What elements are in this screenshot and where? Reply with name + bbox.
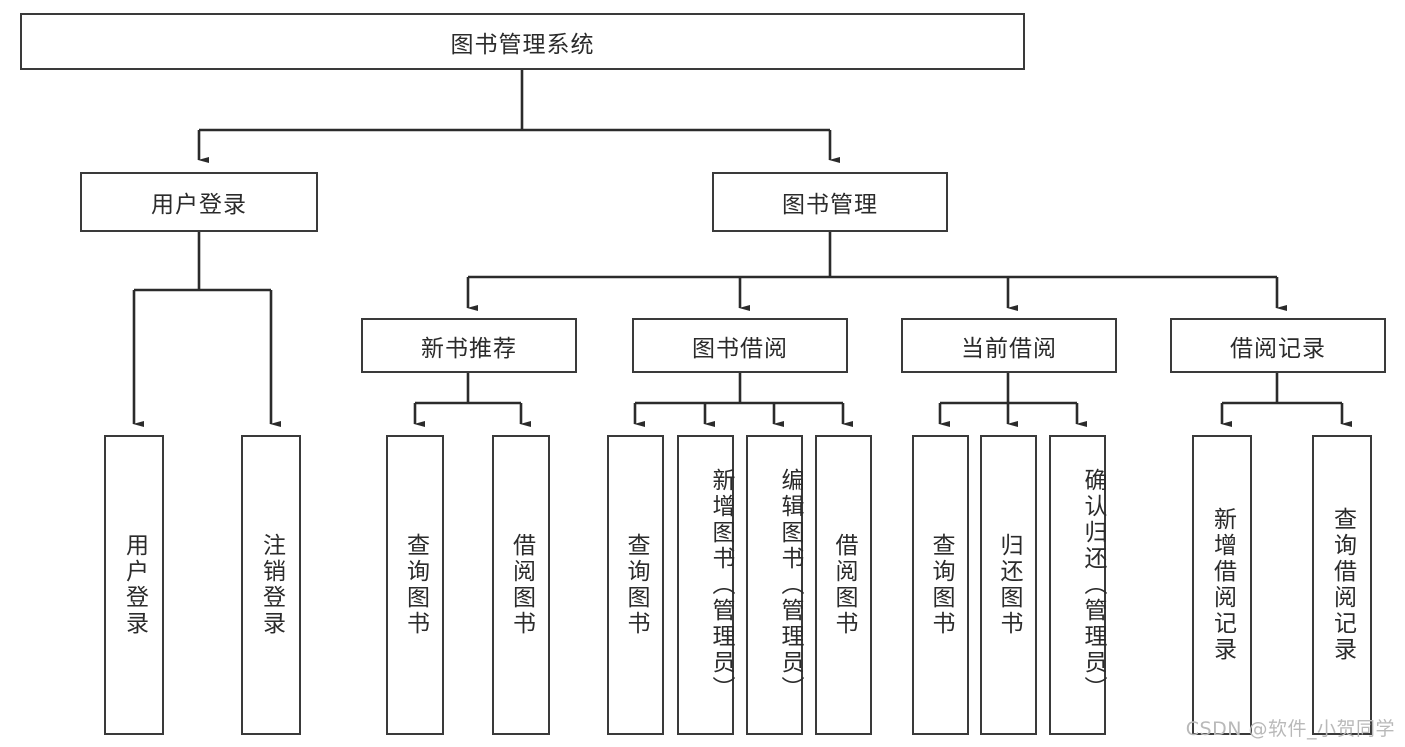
watermark: CSDN @软件_小贺同学 [1185,718,1395,740]
node-borrow-record[interactable]: 借阅记录 [1170,318,1386,373]
node-label: 借阅图书 [508,533,535,637]
node-label: 新增借阅记录 [1209,507,1236,663]
node-label: 注销登录 [258,533,285,637]
leaf-book-borrow-borrow-book[interactable]: 借阅图书 [815,435,872,735]
node-label: 归还图书 [996,533,1022,637]
leaf-book-borrow-query-book[interactable]: 查询图书 [607,435,664,735]
node-label: 用户登录 [121,533,148,637]
leaf-user-login-logout[interactable]: 注销登录 [241,435,301,735]
node-label: 查询图书 [928,533,954,637]
node-label: 查询借阅记录 [1329,507,1356,663]
leaf-book-borrow-add-book-admin[interactable]: 新增图书（管理员） [677,435,734,735]
leaf-borrow-record-add-record[interactable]: 新增借阅记录 [1192,435,1252,735]
leaf-current-borrow-query-book[interactable]: 查询图书 [912,435,969,735]
leaf-new-book-borrow-book[interactable]: 借阅图书 [492,435,550,735]
node-label: 图书管理系统 [450,31,595,58]
node-label: 新增图书（管理员） [708,468,734,702]
node-label: 新书推荐 [421,335,517,362]
node-label: 图书借阅 [692,335,788,362]
node-label: 用户登录 [151,192,247,218]
node-label: 借阅图书 [831,533,857,637]
node-book-management[interactable]: 图书管理 [712,172,948,232]
node-label: 查询图书 [402,533,429,637]
leaf-current-borrow-return-book[interactable]: 归还图书 [980,435,1037,735]
leaf-new-book-query-book[interactable]: 查询图书 [386,435,444,735]
node-book-borrow[interactable]: 图书借阅 [632,318,848,373]
node-current-borrow[interactable]: 当前借阅 [901,318,1117,373]
node-root-book-management-system[interactable]: 图书管理系统 [20,13,1025,70]
leaf-book-borrow-edit-book-admin[interactable]: 编辑图书（管理员） [746,435,803,735]
leaf-current-borrow-confirm-return-admin[interactable]: 确认归还（管理员） [1049,435,1106,735]
node-label: 确认归还（管理员） [1080,468,1106,702]
node-label: 当前借阅 [961,335,1057,362]
node-user-login[interactable]: 用户登录 [80,172,318,232]
node-label: 查询图书 [623,533,649,637]
leaf-user-login-login[interactable]: 用户登录 [104,435,164,735]
node-label: 图书管理 [782,192,878,218]
leaf-borrow-record-query-record[interactable]: 查询借阅记录 [1312,435,1372,735]
node-label: 借阅记录 [1230,335,1326,362]
node-label: 编辑图书（管理员） [777,468,803,702]
node-new-book-recommend[interactable]: 新书推荐 [361,318,577,373]
